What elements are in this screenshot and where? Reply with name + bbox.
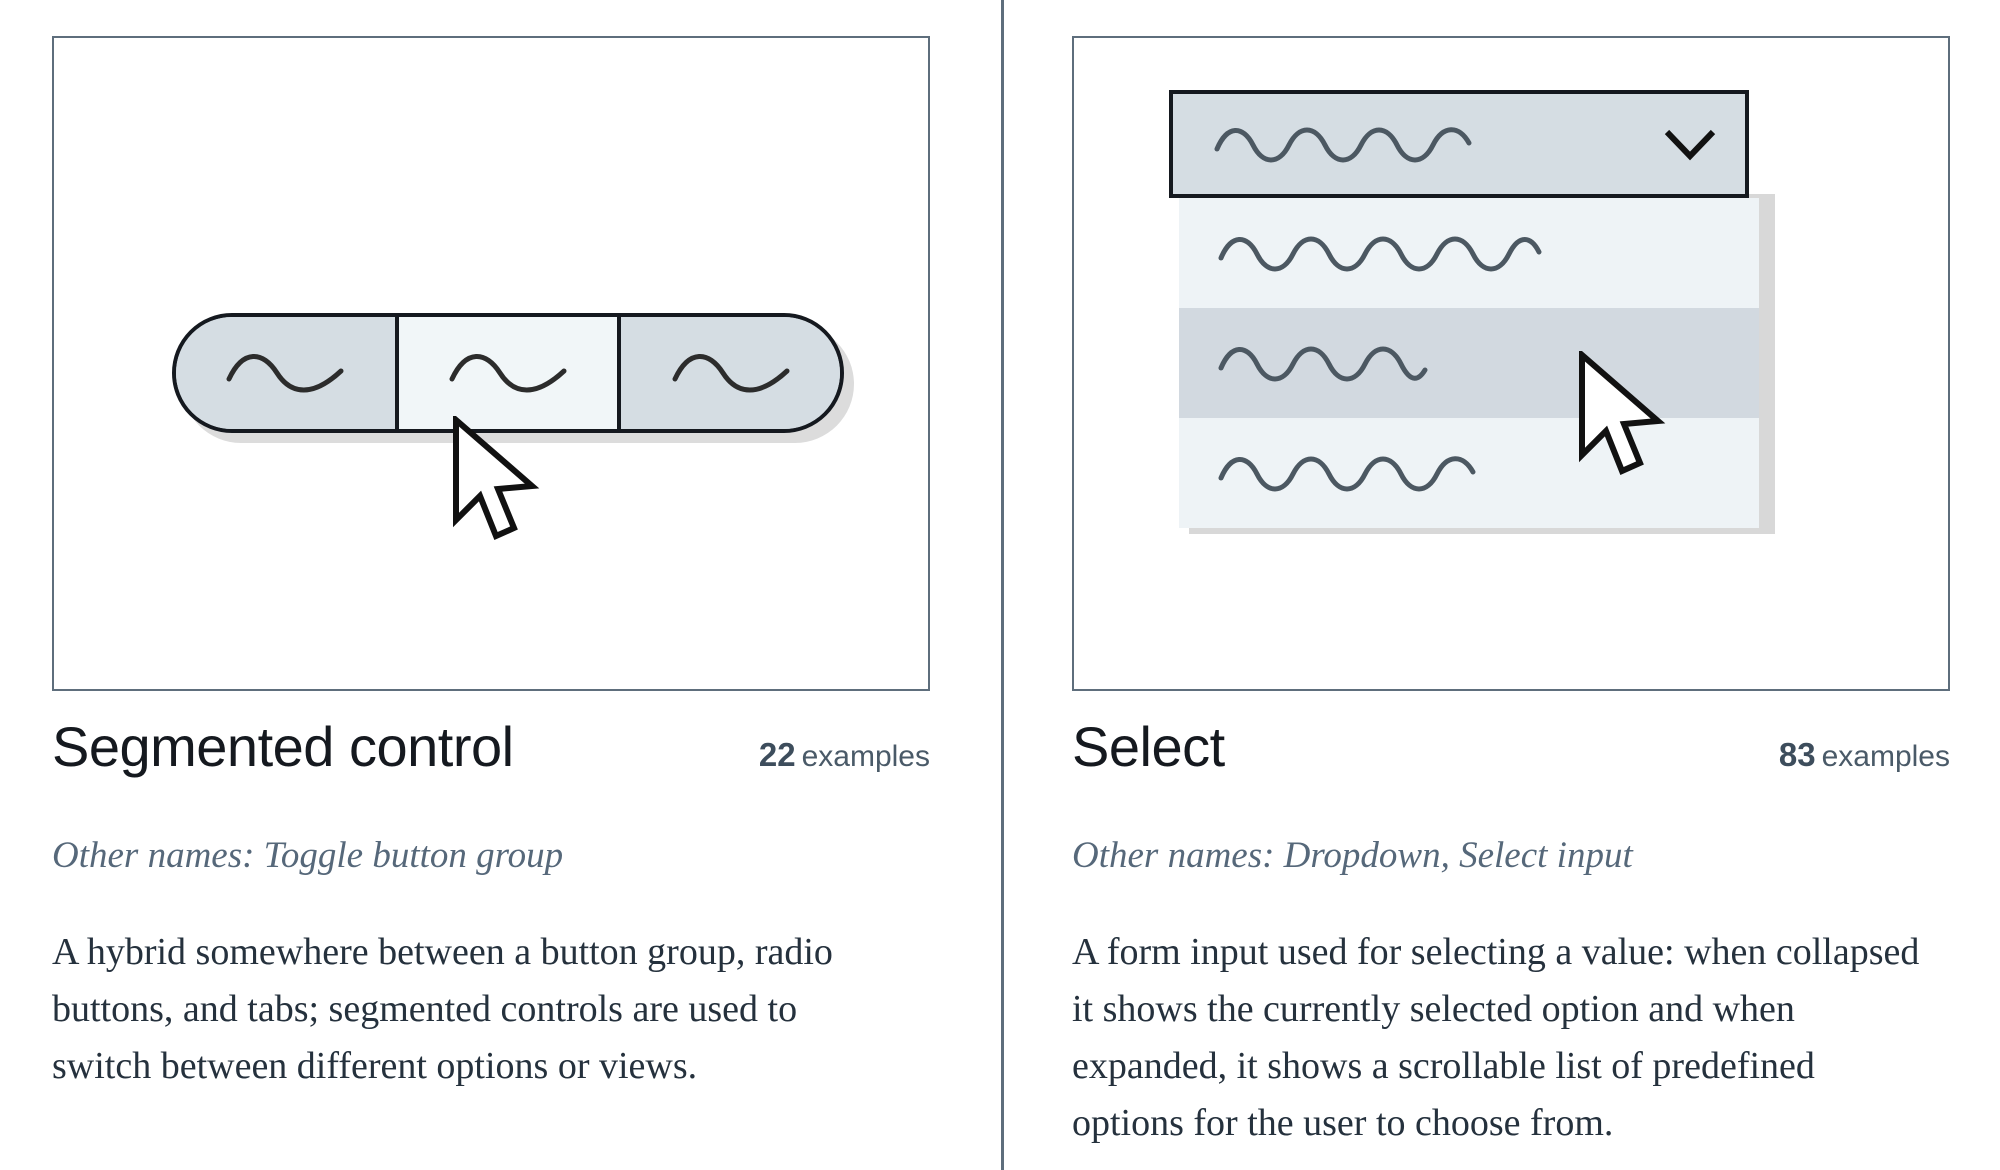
segmented-control[interactable] bbox=[172, 313, 844, 433]
other-names-line: Other names: Dropdown, Select input bbox=[1072, 834, 1633, 876]
illustration-card-select bbox=[1072, 36, 1950, 691]
component-description: A hybrid somewhere between a button grou… bbox=[52, 930, 833, 1087]
segment-option-2[interactable] bbox=[394, 317, 618, 429]
segmented-control-illustration bbox=[172, 313, 854, 443]
select-option-2[interactable] bbox=[1179, 308, 1759, 418]
component-description: A form input used for selecting a value:… bbox=[1072, 930, 1920, 1144]
chevron-down-icon[interactable] bbox=[1661, 124, 1719, 164]
select-input[interactable] bbox=[1169, 90, 1749, 198]
squiggle-icon bbox=[1218, 456, 1476, 492]
illustration-stage bbox=[1074, 38, 1948, 689]
illustration-card-segmented-control bbox=[52, 36, 930, 691]
select-illustration bbox=[1169, 90, 1859, 540]
column-divider bbox=[1001, 0, 1004, 1170]
examples-count-number: 83 bbox=[1778, 736, 1816, 773]
other-names-line: Other names: Toggle button group bbox=[52, 834, 564, 876]
segment-option-3[interactable] bbox=[617, 317, 840, 429]
squiggle-icon bbox=[1214, 127, 1472, 163]
examples-count-label: examples bbox=[1821, 740, 1950, 773]
examples-count-label: examples bbox=[801, 740, 930, 773]
squiggle-icon bbox=[672, 354, 790, 393]
illustration-stage bbox=[54, 38, 928, 689]
squiggle-icon bbox=[449, 354, 567, 393]
examples-count-number: 22 bbox=[758, 736, 796, 773]
select-option-1[interactable] bbox=[1179, 198, 1759, 308]
page-title: Select bbox=[1072, 715, 1225, 778]
squiggle-icon bbox=[226, 354, 344, 393]
select-option-3[interactable] bbox=[1179, 418, 1759, 528]
page-title: Segmented control bbox=[52, 715, 514, 778]
squiggle-icon bbox=[1218, 236, 1542, 272]
select-options-list[interactable] bbox=[1179, 198, 1759, 528]
squiggle-icon bbox=[1218, 346, 1428, 382]
segment-option-1[interactable] bbox=[176, 317, 395, 429]
